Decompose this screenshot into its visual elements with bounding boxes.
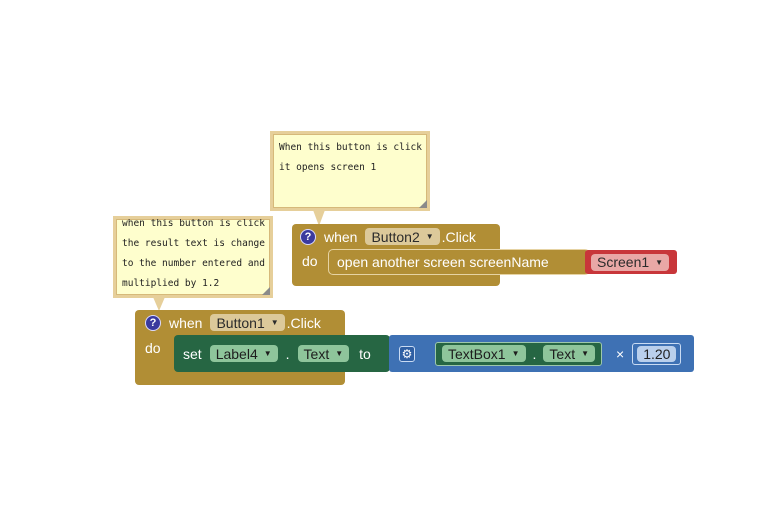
open-another-screen-block[interactable]: open another screen screenName bbox=[328, 249, 590, 275]
dropdown-value: Button1 bbox=[216, 314, 265, 331]
event-header-button2: ? when Button2 ▼ .Click bbox=[300, 228, 476, 245]
comment-line: it opens screen 1 bbox=[279, 162, 377, 173]
source-component-dropdown[interactable]: TextBox1 ▼ bbox=[442, 345, 526, 362]
statement-label: open another screen screenName bbox=[337, 254, 549, 270]
when-label: when bbox=[324, 228, 358, 245]
comment-line: multiplied by 1.2 bbox=[122, 278, 220, 289]
comment-tail bbox=[153, 297, 165, 311]
number-field[interactable]: 1.20 bbox=[637, 345, 677, 362]
event-header-button1: ? when Button1 ▼ .Click bbox=[145, 314, 321, 331]
target-property-dropdown[interactable]: Text ▼ bbox=[297, 345, 350, 362]
comment-line: When this button is click bbox=[279, 142, 422, 153]
dropdown-value: Text bbox=[303, 345, 330, 362]
event-name: .Click bbox=[441, 228, 476, 245]
when-label: when bbox=[169, 314, 203, 331]
multiply-block[interactable]: ⚙ TextBox1 ▼ . Text ▼ × 1.20 bbox=[389, 335, 694, 372]
dropdown-arrow-icon: ▼ bbox=[335, 349, 344, 358]
comment-line: the result text is change bbox=[122, 238, 265, 249]
comment-line: to the number entered and bbox=[122, 258, 265, 269]
to-label: to bbox=[359, 345, 371, 362]
do-label: do bbox=[145, 340, 161, 356]
textbox1-text-getter[interactable]: TextBox1 ▼ . Text ▼ bbox=[435, 341, 603, 366]
dropdown-value: Screen1 bbox=[597, 254, 650, 270]
dropdown-value: TextBox1 bbox=[448, 345, 506, 362]
dropdown-arrow-icon: ▼ bbox=[655, 257, 664, 267]
source-property-dropdown[interactable]: Text ▼ bbox=[543, 345, 596, 362]
dropdown-arrow-icon: ▼ bbox=[581, 349, 590, 358]
dot-label: . bbox=[532, 345, 537, 362]
resize-handle-icon[interactable] bbox=[419, 200, 427, 208]
resize-handle-icon[interactable] bbox=[262, 287, 270, 295]
dropdown-arrow-icon: ▼ bbox=[511, 349, 520, 358]
dot-label: . bbox=[285, 345, 290, 362]
dropdown-arrow-icon: ▼ bbox=[425, 232, 434, 241]
dropdown-arrow-icon: ▼ bbox=[263, 349, 272, 358]
set-label: set bbox=[183, 345, 202, 362]
comment-bubble-button1[interactable]: when this button is click the result tex… bbox=[113, 216, 273, 298]
help-icon[interactable]: ? bbox=[300, 228, 316, 245]
component-dropdown-button2[interactable]: Button2 ▼ bbox=[365, 228, 440, 245]
comment-tail bbox=[313, 210, 325, 226]
component-dropdown-button1[interactable]: Button1 ▼ bbox=[210, 314, 285, 331]
gear-icon[interactable]: ⚙ bbox=[399, 345, 415, 362]
comment-bubble-button2[interactable]: When this button is click it opens scree… bbox=[270, 131, 430, 211]
dropdown-value: Button2 bbox=[371, 228, 420, 245]
screen-name-block[interactable]: Screen1 ▼ bbox=[585, 250, 677, 274]
number-block[interactable]: 1.20 bbox=[632, 342, 682, 365]
help-icon[interactable]: ? bbox=[145, 314, 161, 331]
multiply-operator: × bbox=[616, 345, 625, 362]
do-label: do bbox=[302, 253, 318, 269]
comment-line: when this button is click bbox=[122, 218, 265, 229]
set-label4-text-block[interactable]: set Label4 ▼ . Text ▼ to bbox=[174, 335, 390, 372]
screen-name-dropdown[interactable]: Screen1 ▼ bbox=[591, 253, 670, 271]
event-name: .Click bbox=[286, 314, 321, 331]
target-component-dropdown[interactable]: Label4 ▼ bbox=[209, 345, 278, 362]
dropdown-value: Label4 bbox=[215, 345, 258, 362]
dropdown-value: Text bbox=[549, 345, 576, 362]
dropdown-arrow-icon: ▼ bbox=[270, 318, 279, 327]
